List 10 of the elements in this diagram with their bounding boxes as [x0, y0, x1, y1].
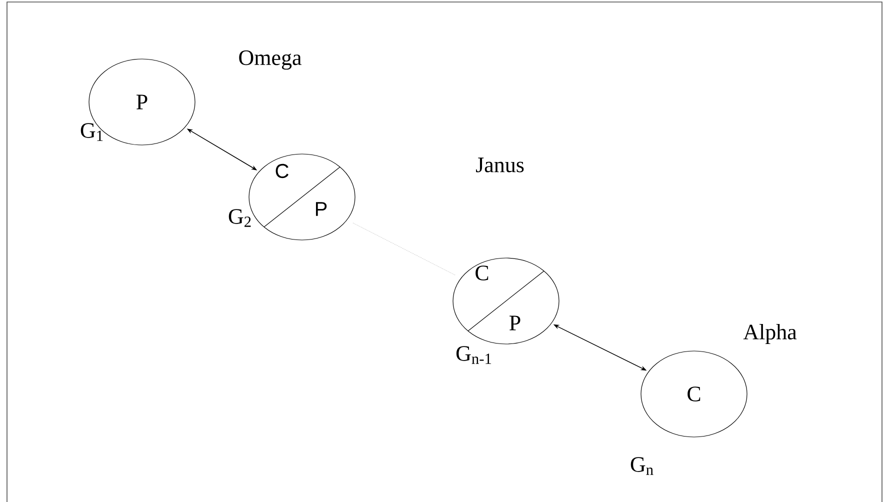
ellipse-node: C	[640, 350, 748, 438]
node-caption: Alpha	[743, 324, 797, 344]
connector-line	[352, 222, 456, 276]
label: Janus	[476, 158, 524, 172]
node-caption: G$_{n-1}$	[456, 346, 492, 364]
node-caption: Omega	[239, 50, 302, 70]
node-caption: G$_{1}$	[80, 123, 103, 141]
node-caption: G$_{2}$	[228, 209, 251, 227]
node-caption: G$_{n}$	[630, 457, 654, 475]
ellipse-node: C P	[452, 258, 560, 344]
